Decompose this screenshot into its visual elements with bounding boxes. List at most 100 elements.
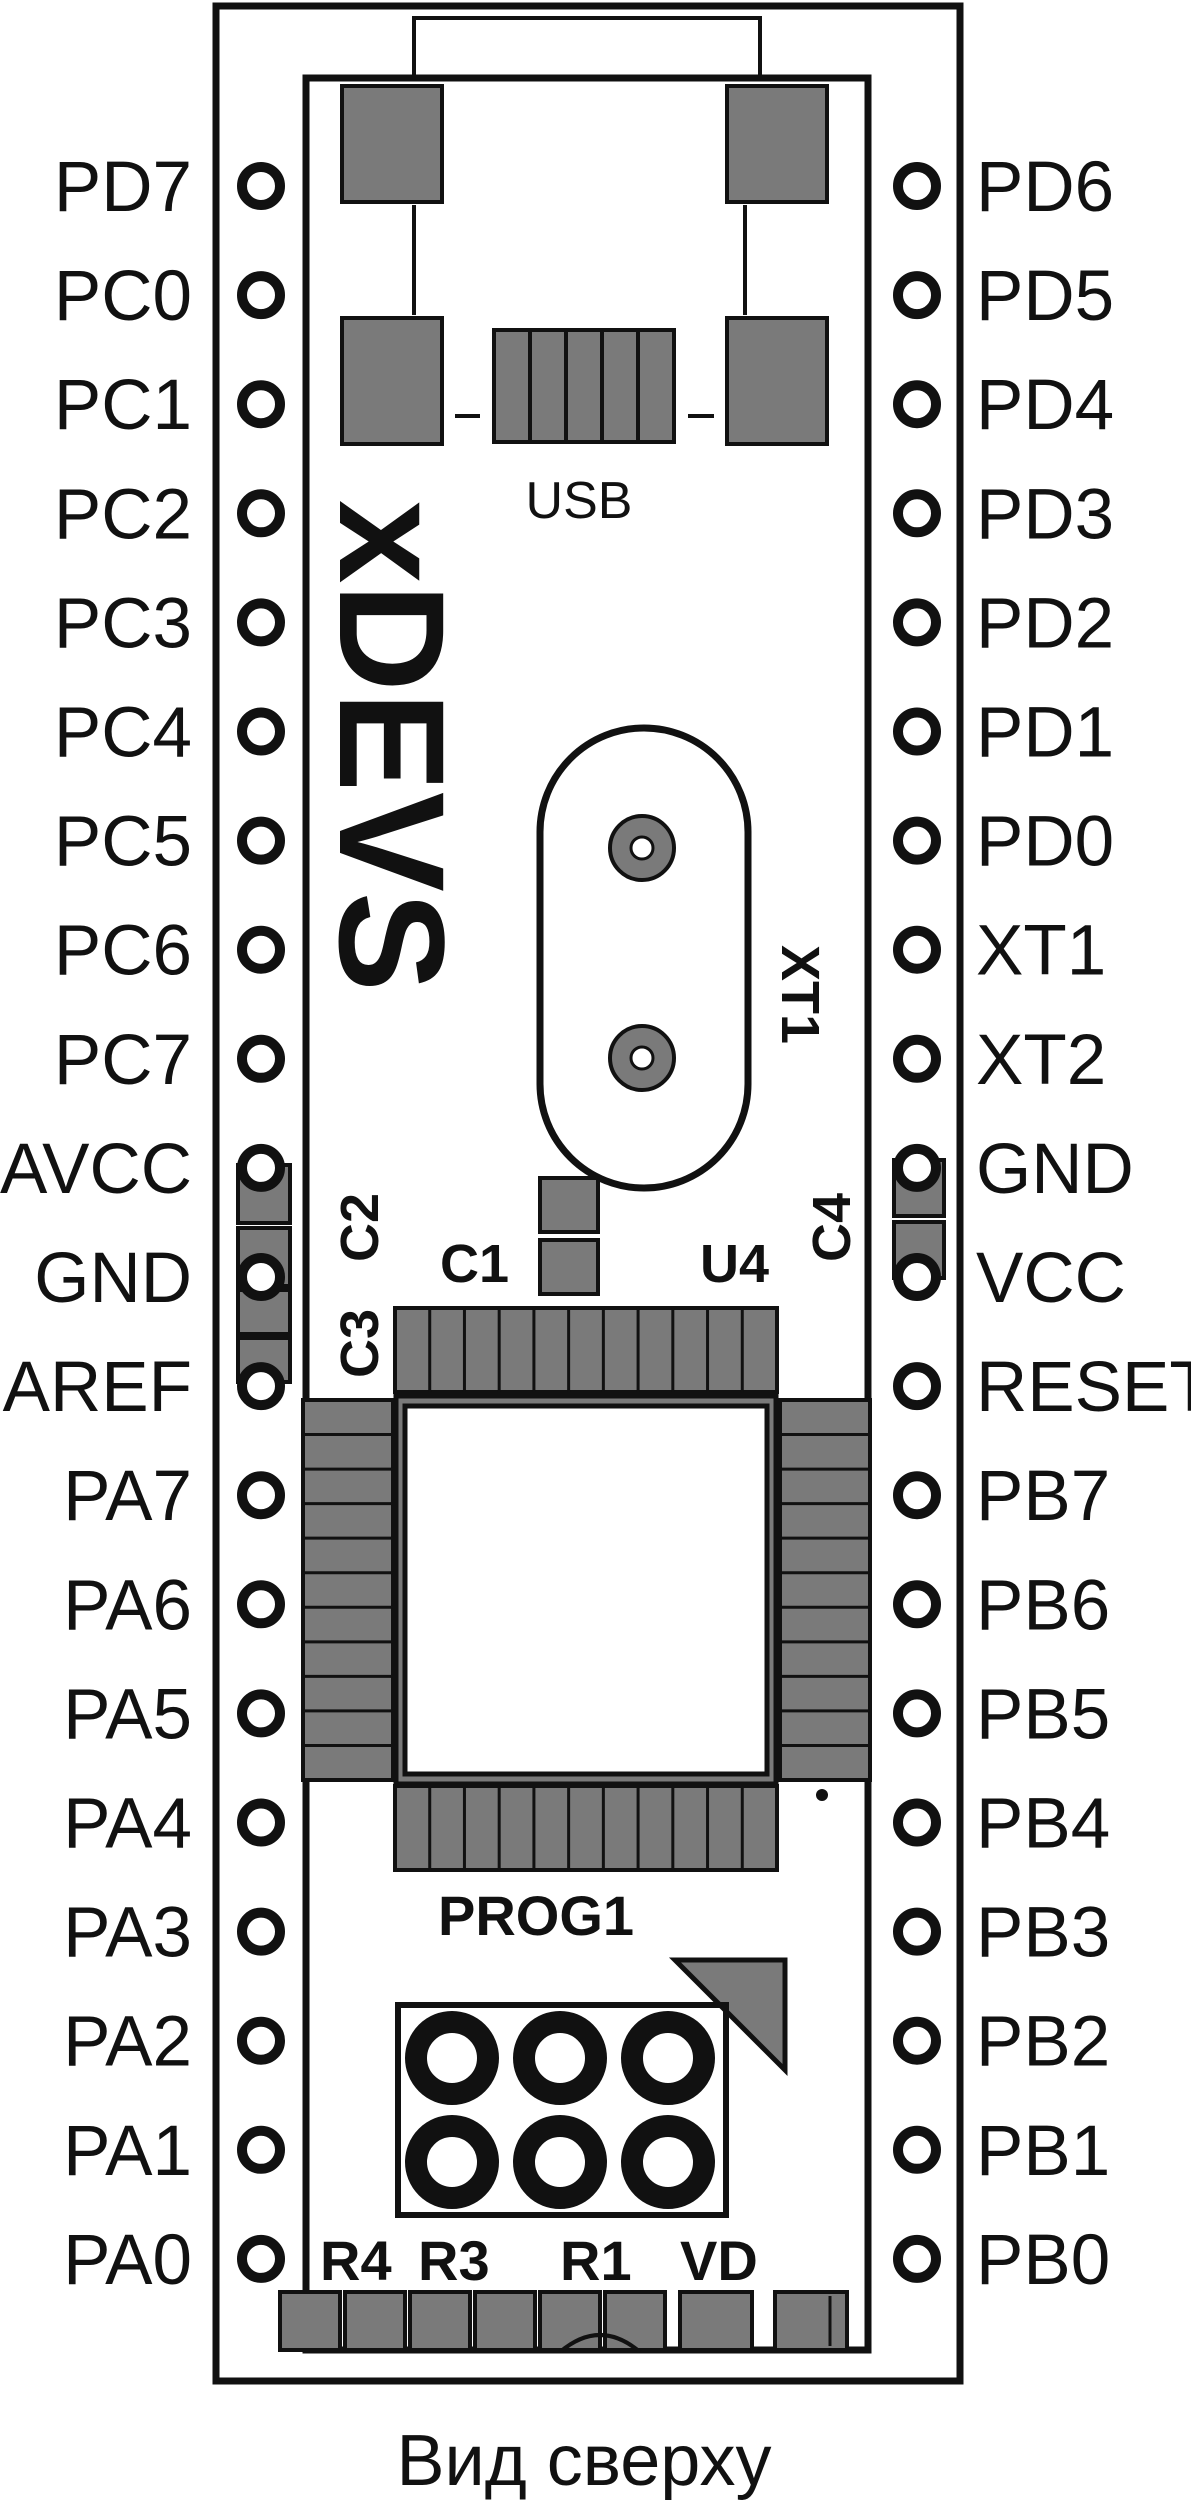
left-pin-label: PC1 [54, 366, 192, 445]
right-pin-pad [893, 925, 941, 974]
left-pin-label: PA1 [63, 2112, 192, 2191]
capacitor-c1 [538, 1176, 600, 1296]
prog-pin-pad [513, 2011, 607, 2105]
left-pin-pad [237, 1034, 285, 1083]
crystal-pad-hole [629, 835, 655, 861]
right-pin-label: RESET [976, 1348, 1191, 1427]
prog-pin-pad [621, 2115, 715, 2209]
c1-pad [538, 1238, 600, 1296]
vd-label: VD [680, 2229, 758, 2292]
left-pin-label: PC0 [54, 257, 192, 336]
right-pin-pad [893, 1580, 941, 1629]
right-pin-pad [893, 1798, 941, 1847]
u4-pad-dividers [303, 1308, 870, 1870]
usb-label: USB [526, 472, 633, 530]
left-pin-label: PA0 [63, 2221, 192, 2300]
prog-pin-pad [621, 2011, 715, 2105]
right-pin-label: PD3 [976, 475, 1114, 554]
prog-pin-pad [405, 2011, 499, 2105]
right-pin-pad [893, 1034, 941, 1083]
right-pin-label: PB0 [976, 2221, 1110, 2300]
right-pin-label: PD1 [976, 694, 1114, 773]
left-pin-pad [237, 380, 285, 429]
c2-label: C2 [330, 1193, 390, 1262]
c1-label: C1 [440, 1234, 509, 1294]
u4-label: U4 [700, 1234, 769, 1294]
left-pin-label: PC5 [54, 803, 192, 882]
u4-pad-row-right [778, 1398, 872, 1782]
prog-label: PROG1 [438, 1884, 634, 1947]
left-pin-pad [237, 1362, 285, 1411]
right-pin-label: PB6 [976, 1566, 1110, 1645]
right-pin-label: PD2 [976, 584, 1114, 663]
left-pin-label: GND [34, 1239, 192, 1318]
left-pin-pad [237, 1798, 285, 1847]
right-pin-label: XT2 [976, 1021, 1106, 1100]
right-pin-pad [893, 1362, 941, 1411]
r4-label: R4 [320, 2229, 392, 2292]
left-pin-pad [237, 1143, 285, 1192]
crystal-pad-hole [629, 1045, 655, 1071]
r1-label: R1 [560, 2229, 632, 2292]
left-pin-label: PA7 [63, 1457, 192, 1536]
u4-pad-row-top [393, 1306, 779, 1394]
right-pin-pad [893, 2016, 941, 2065]
right-pin-pad [893, 1143, 941, 1192]
right-pin-label: PD0 [976, 803, 1114, 882]
right-pin-pad [893, 489, 941, 538]
u4-pad-row-left [301, 1398, 395, 1782]
right-pin-pad [893, 1471, 941, 1520]
prog-pin-pad [513, 2115, 607, 2209]
left-pin-pad [237, 1907, 285, 1956]
left-pin-pad [237, 925, 285, 974]
brand-logo: xDEVS [308, 500, 476, 992]
right-pin-label: VCC [976, 1239, 1126, 1318]
left-pin-label: PA4 [63, 1785, 192, 1864]
usb-mount-pad [725, 84, 829, 204]
u4-die [402, 1403, 770, 1777]
c4-label: C4 [802, 1193, 862, 1262]
right-pin-label: XT1 [976, 912, 1106, 991]
left-pin-pad [237, 816, 285, 865]
left-pin-pad [237, 1580, 285, 1629]
left-pin-pad [237, 2234, 285, 2283]
left-pin-label: AVCC [0, 1130, 192, 1209]
left-pin-label: PC7 [54, 1021, 192, 1100]
left-pin-label: PA5 [63, 1675, 192, 1754]
prog-pin-pad [405, 2115, 499, 2209]
right-pin-pad [893, 1689, 941, 1738]
left-pin-label: AREF [3, 1348, 192, 1427]
r4-pad [278, 2290, 342, 2352]
right-pin-label: GND [976, 1130, 1134, 1209]
usb-shell-outline [412, 16, 762, 78]
right-pin-pad [893, 271, 941, 320]
usb-mount-pad [340, 84, 444, 204]
left-pin-pad [237, 489, 285, 538]
left-pin-label: PC3 [54, 584, 192, 663]
u4-pad-row-bottom [393, 1784, 779, 1872]
vd-pad [773, 2290, 849, 2352]
usb-signal-pads [492, 328, 676, 444]
view-caption: Вид сверху [397, 2421, 772, 2500]
crystal-label: XT1 [770, 945, 830, 1044]
crystal-outline [536, 724, 752, 1192]
bottom-pads [278, 2290, 849, 2354]
right-pin-label: PB4 [976, 1785, 1110, 1864]
left-pin-label: PA2 [63, 2003, 192, 2082]
right-pin-label: PD6 [976, 148, 1114, 227]
usb-mount-pad [725, 316, 829, 446]
left-pin-label: PC6 [54, 912, 192, 991]
r3-pad [408, 2290, 472, 2352]
right-pin-pad [893, 598, 941, 647]
left-pin-label: PC4 [54, 694, 192, 773]
r4-pad [343, 2290, 407, 2352]
r1-pad [603, 2290, 667, 2352]
right-pin-pad [893, 1907, 941, 1956]
r3-label: R3 [418, 2229, 490, 2292]
u4-pin1-dot [816, 1789, 828, 1801]
right-pin-label: PB7 [976, 1457, 1110, 1536]
right-pin-header: PD6PD5PD4PD3PD2PD1PD0XT1XT2GNDVCCRESETPB… [893, 148, 1191, 2300]
microcontroller-u4 [301, 1306, 872, 1872]
left-pin-label: PD7 [54, 148, 192, 227]
